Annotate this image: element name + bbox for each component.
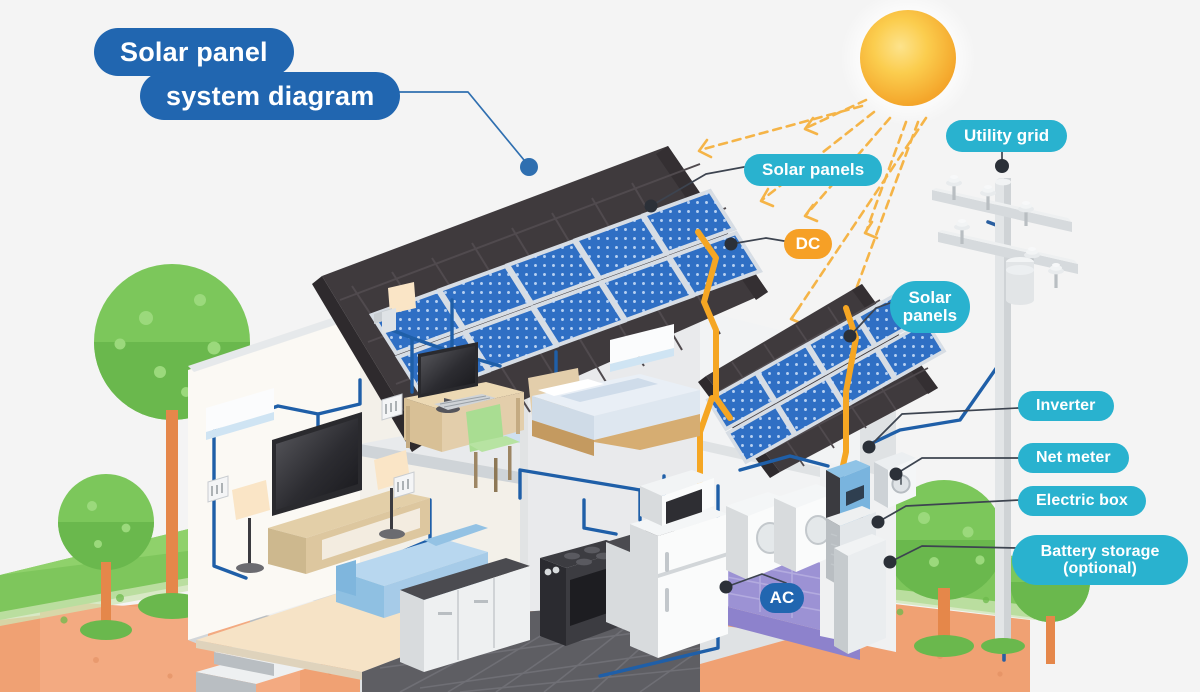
battery-storage-unit (834, 534, 886, 654)
bed (528, 368, 700, 456)
pole-transformer (1006, 257, 1034, 305)
label-solar-panels-garage[interactable]: Solar panels (890, 281, 970, 333)
title-line1-text: Solar panel (120, 36, 268, 67)
label-solar-panels-main-text: Solar panels (762, 159, 865, 179)
utility-pole (932, 175, 1078, 654)
label-battery-storage[interactable]: Battery storage (optional) (1012, 535, 1188, 585)
label-net-meter-text: Net meter (1036, 449, 1111, 467)
title-pill-line1: Solar panel (94, 28, 294, 76)
wall-outlet-living-right (393, 471, 415, 499)
label-solar-panels-main[interactable]: Solar panels (744, 154, 883, 186)
wall-lamp-bedroom (374, 282, 416, 334)
living-room-tv (272, 412, 362, 528)
leader-line-dots (644, 159, 1009, 594)
label-electric-box[interactable]: Electric box (1018, 486, 1146, 516)
title-pill-line2: system diagram (140, 72, 401, 120)
label-battery-storage-text: Battery storage (optional) (1040, 542, 1160, 577)
label-inverter[interactable]: Inverter (1018, 391, 1114, 421)
desk-chair (466, 404, 520, 492)
label-utility-grid[interactable]: Utility grid (946, 120, 1068, 152)
refrigerator (630, 504, 728, 658)
tree-small-left (58, 474, 154, 640)
leader-lines (387, 91, 1021, 588)
media-console (268, 490, 430, 574)
pole-insulators-upper (946, 175, 1034, 226)
living-room-ac-unit (206, 388, 274, 440)
title-line2-text: system diagram (166, 80, 375, 111)
sun-icon (840, 0, 976, 126)
title-leader-dot (520, 158, 538, 176)
label-inverter-text: Inverter (1036, 397, 1096, 415)
badge-ac-text: AC (769, 587, 795, 607)
floor-lamp-left (232, 480, 270, 573)
bedroom-ac-unit (610, 324, 674, 372)
wall-outlet-living-left (207, 475, 229, 503)
badge-ac[interactable]: AC (760, 583, 804, 613)
label-solar-panels-garage-text: Solar panels (902, 287, 958, 325)
monitor (418, 342, 478, 413)
keyboard (434, 394, 496, 410)
label-net-meter[interactable]: Net meter (1018, 443, 1129, 473)
net-meter-unit (874, 452, 916, 508)
badge-dc[interactable]: DC (784, 229, 832, 259)
badge-dc-text: DC (795, 233, 821, 253)
tree-large-right (884, 480, 1004, 657)
wall-outlet-bedroom (381, 393, 403, 421)
label-utility-grid-text: Utility grid (964, 125, 1050, 145)
microwave-wall-unit (640, 470, 714, 526)
label-electric-box-text: Electric box (1036, 492, 1128, 510)
pole-insulators-lower (954, 219, 1064, 288)
kitchen-cabinets-left (400, 558, 530, 672)
